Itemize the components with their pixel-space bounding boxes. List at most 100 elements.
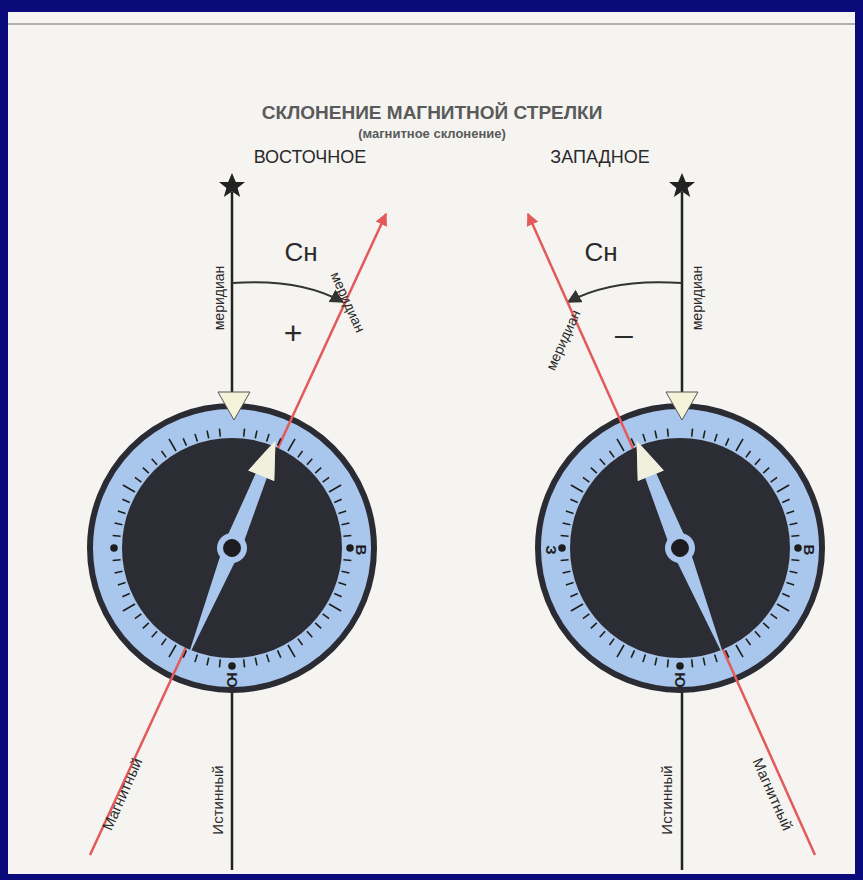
true-label: Истинный — [210, 765, 225, 834]
scale-tick — [736, 645, 743, 657]
scale-tick — [771, 477, 777, 482]
scale-tick — [609, 639, 614, 645]
scale-tick — [561, 535, 569, 537]
scale-tick — [195, 434, 197, 442]
scale-tick — [343, 559, 351, 561]
scale-tick — [777, 604, 789, 611]
scale-tick — [617, 439, 624, 451]
scale-tick — [591, 623, 597, 628]
scale-tick — [339, 511, 347, 513]
scale-tick — [755, 459, 760, 465]
scale-tick — [298, 639, 303, 645]
scale-tick — [790, 571, 798, 573]
scale-tick — [715, 655, 717, 663]
scale-tick — [609, 451, 614, 457]
scale-tick — [591, 468, 597, 473]
compass — [528, 214, 822, 855]
scale-tick — [118, 583, 126, 585]
scale-tick — [726, 438, 729, 445]
scale-tick — [307, 631, 312, 637]
scale-tick — [787, 583, 795, 585]
scale-tick — [563, 523, 571, 525]
scale-tick — [746, 451, 751, 457]
scale-tick — [122, 594, 129, 597]
scale-tick — [643, 434, 645, 442]
scale-tick — [113, 535, 121, 537]
scale-tick — [315, 468, 321, 473]
scale-tick — [703, 658, 705, 666]
scale-tick — [631, 438, 634, 445]
cardinal-dot — [677, 663, 683, 669]
cardinal-dot — [795, 545, 801, 551]
scale-tick — [113, 559, 121, 561]
scale-tick — [115, 523, 123, 525]
scale-tick — [763, 468, 769, 473]
heading-west: ЗАПАДНОЕ — [550, 148, 649, 166]
scale-tick — [583, 614, 589, 619]
scale-tick — [777, 485, 789, 492]
scale-tick — [219, 429, 221, 437]
scale-tick — [195, 655, 197, 663]
scale-tick — [183, 650, 186, 657]
scale-tick — [122, 499, 129, 502]
scale-tick — [570, 499, 577, 502]
scale-tick — [219, 659, 221, 667]
cardinal-dot — [559, 545, 565, 551]
scale-tick — [135, 477, 141, 482]
scale-tick — [135, 614, 141, 619]
scale-tick — [329, 485, 341, 492]
scale-tick — [161, 451, 166, 457]
scale-tick — [703, 431, 705, 439]
scale-tick — [161, 639, 166, 645]
scale-tick — [617, 645, 624, 657]
scale-tick — [152, 631, 157, 637]
scale-tick — [571, 485, 583, 492]
scale-tick — [143, 623, 149, 628]
scale-tick — [342, 523, 350, 525]
scale-tick — [342, 571, 350, 573]
scale-tick — [243, 429, 245, 437]
compass-letter: Ю — [225, 672, 240, 687]
scale-tick — [255, 658, 257, 666]
compass — [90, 214, 386, 855]
scale-tick — [339, 583, 347, 585]
scale-tick — [288, 439, 295, 451]
scale-tick — [655, 431, 657, 439]
top-rule — [8, 23, 855, 25]
scale-tick — [571, 604, 583, 611]
diagram-title: СКЛОНЕНИЕ МАГНИТНОЙ СТРЕЛКИ — [262, 103, 603, 122]
scale-tick — [323, 614, 329, 619]
scale-tick — [267, 655, 269, 663]
scale-tick — [715, 434, 717, 442]
scale-tick — [123, 485, 135, 492]
scale-tick — [118, 511, 126, 513]
scale-tick — [334, 499, 341, 502]
page-ground — [8, 12, 855, 874]
scale-tick — [243, 659, 245, 667]
scale-tick — [782, 499, 789, 502]
declination-arc — [232, 282, 343, 302]
scale-tick — [667, 429, 669, 437]
scale-tick — [207, 431, 209, 439]
compass-letter: Ю — [673, 672, 688, 687]
scale-tick — [169, 439, 176, 451]
scale-tick — [267, 434, 269, 442]
scale-tick — [631, 650, 634, 657]
compass-letter: З — [544, 545, 559, 554]
scale-tick — [691, 659, 693, 667]
cardinal-dot — [111, 545, 117, 551]
scale-tick — [583, 477, 589, 482]
scale-tick — [763, 623, 769, 628]
compass-letter: В — [802, 545, 817, 556]
scale-tick — [566, 583, 574, 585]
declination-symbol: Сн — [284, 239, 317, 265]
cardinal-dot — [229, 663, 235, 669]
scale-tick — [207, 658, 209, 666]
sign-plus: + — [284, 317, 303, 349]
scale-tick — [655, 658, 657, 666]
scale-tick — [334, 594, 341, 597]
scale-tick — [329, 604, 341, 611]
scale-tick — [278, 438, 281, 445]
scale-tick — [790, 523, 798, 525]
scale-tick — [115, 571, 123, 573]
